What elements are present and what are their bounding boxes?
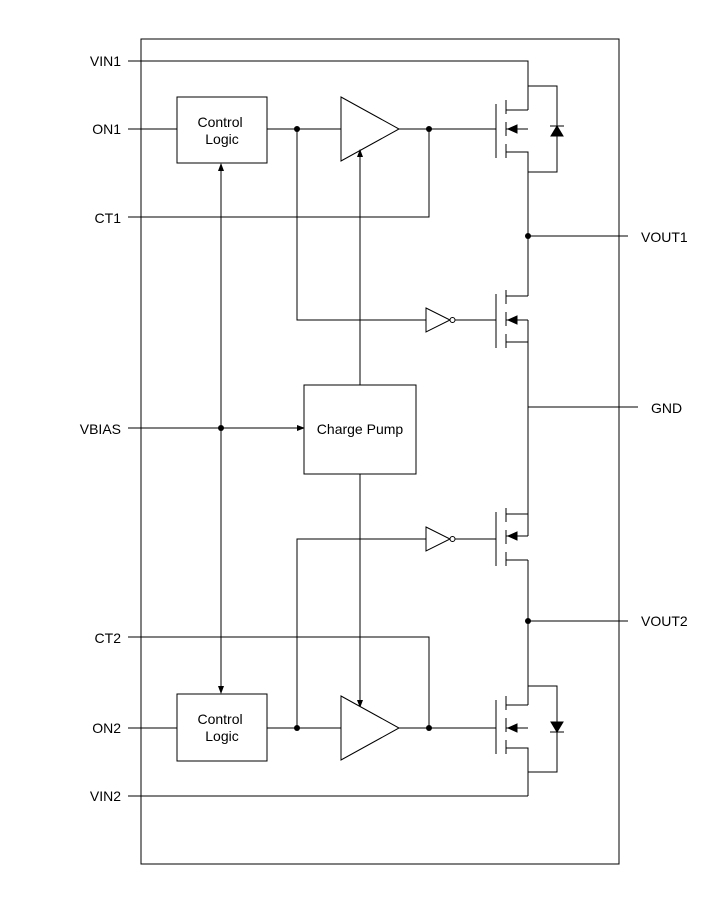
wire-cl2-to-inv2 bbox=[296, 538, 426, 728]
inverter-1-bubble bbox=[449, 317, 456, 323]
junction-vout2 bbox=[525, 618, 531, 624]
control-logic-1-label: Control Logic bbox=[197, 114, 246, 147]
charge-pump-label: Charge Pump bbox=[317, 421, 404, 437]
wire-cl1-to-inv1 bbox=[296, 129, 426, 321]
inverter-2 bbox=[425, 526, 452, 552]
junction-cl2-out bbox=[294, 725, 300, 731]
wire-ct2 bbox=[128, 636, 430, 728]
pin-label-on1: ON1 bbox=[92, 121, 121, 137]
pin-label-vin2: VIN2 bbox=[90, 788, 121, 804]
discharge-fet-1 bbox=[495, 290, 528, 348]
charge-pump bbox=[303, 384, 417, 475]
control-logic-2-label: Control Logic bbox=[197, 711, 246, 744]
pass-fet-1 bbox=[495, 85, 564, 175]
pass-fet-2 bbox=[495, 685, 564, 796]
pin-label-vout1: VOUT1 bbox=[641, 229, 688, 245]
junction-amp2-out bbox=[426, 725, 432, 731]
inverter-1 bbox=[425, 307, 452, 333]
wire-ct1 bbox=[128, 129, 430, 218]
pin-label-vbias: VBIAS bbox=[80, 421, 121, 437]
junction-vout1 bbox=[525, 233, 531, 239]
pin-label-ct1: CT1 bbox=[95, 210, 122, 226]
pin-label-gnd: GND bbox=[651, 400, 682, 416]
pin-label-ct2: CT2 bbox=[95, 630, 122, 646]
pin-label-vin1: VIN1 bbox=[90, 53, 121, 69]
pin-label-on2: ON2 bbox=[92, 720, 121, 736]
inverter-2-bubble bbox=[449, 536, 456, 542]
amplifier-2 bbox=[340, 695, 401, 761]
pin-label-vout2: VOUT2 bbox=[641, 613, 688, 629]
amplifier-1 bbox=[340, 96, 401, 162]
discharge-fet-2 bbox=[495, 508, 528, 566]
chip-outline bbox=[140, 38, 620, 865]
control-logic-1 bbox=[176, 96, 268, 164]
